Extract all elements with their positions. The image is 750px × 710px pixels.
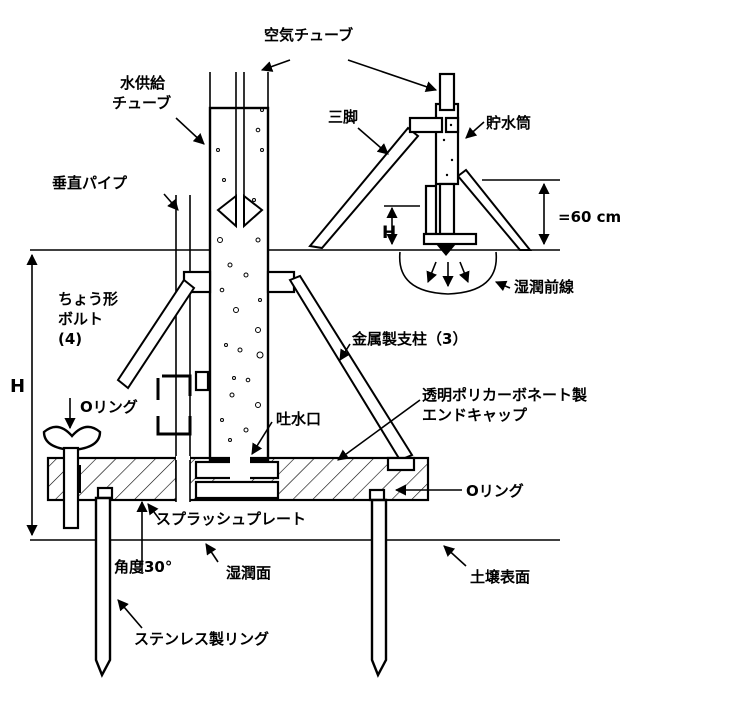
stainless-ring-left xyxy=(94,496,112,678)
reservoir-bubbles xyxy=(442,123,454,177)
metal-struts xyxy=(116,274,414,462)
label-wing-bolt-3: (4) xyxy=(58,330,82,348)
label-reservoir: 貯水筒 xyxy=(486,114,531,132)
splash-plate xyxy=(194,480,280,500)
label-water-supply-tube-1: 水供給 xyxy=(120,74,166,92)
label-h-large: H xyxy=(10,376,25,397)
label-air-tube: 空気チューブ xyxy=(264,26,353,44)
wing-bolt xyxy=(42,425,102,530)
label-wetting-front: 湿潤前線 xyxy=(514,278,574,296)
label-h-small: H xyxy=(382,223,396,243)
wetting-front-bulb xyxy=(398,251,498,295)
clip-block xyxy=(194,370,210,392)
leader-arrows xyxy=(64,59,511,629)
outlet-gap xyxy=(230,456,250,482)
label-vertical-pipe: 垂直パイプ xyxy=(52,174,128,192)
label-outlet: 吐水口 xyxy=(276,410,321,428)
label-wing-bolt-1: ちょう形 xyxy=(58,290,118,308)
label-height-60: =60 cm xyxy=(558,208,621,226)
label-stainless-ring: ステンレス製リング xyxy=(134,630,269,648)
air-tube-tip-icon xyxy=(216,193,264,229)
label-splash-plate: スプラッシュプレート xyxy=(156,510,306,528)
label-wing-bolt-2: ボルト xyxy=(58,310,103,328)
stainless-ring-right xyxy=(370,498,388,678)
label-wetted-surface: 湿潤面 xyxy=(226,564,271,582)
label-endcap-2: エンドキャップ xyxy=(422,406,528,424)
label-tripod: 三脚 xyxy=(328,108,358,126)
label-o-ring-left: Oリング xyxy=(80,398,138,416)
label-endcap-1: 透明ポリカーボネート製 xyxy=(422,386,587,404)
label-water-supply-tube-2: チューブ xyxy=(112,94,171,112)
label-metal-strut: 金属製支柱（3） xyxy=(351,330,467,348)
label-angle: 角度30° xyxy=(114,558,172,576)
o-ring-left xyxy=(96,486,114,500)
reservoir-assembly xyxy=(308,72,560,256)
o-ring-right xyxy=(368,488,386,502)
label-soil-surface: 土壌表面 xyxy=(470,568,530,586)
strut-clip xyxy=(156,374,192,436)
vertical-pipe xyxy=(175,195,191,482)
label-o-ring-right: Oリング xyxy=(466,482,524,500)
